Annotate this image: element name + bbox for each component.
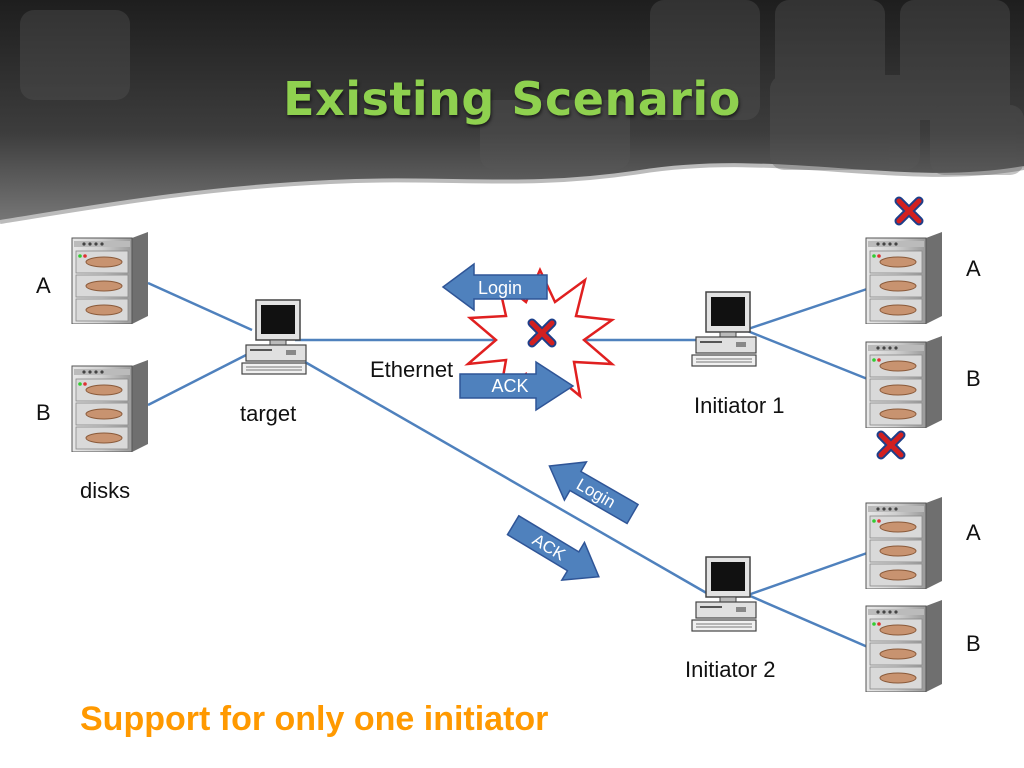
link-disk-a-target [147, 281, 253, 332]
link-init1-disk-b [744, 328, 871, 382]
init1-ack-arrow-label: ACK [491, 376, 528, 396]
link-disk-b-target [147, 350, 253, 407]
link-init1-disk-a [744, 286, 871, 332]
header-background [0, 0, 1024, 224]
initiator2-caption: Initiator 2 [685, 657, 776, 682]
init1-disk-a-server-icon [865, 232, 943, 324]
init1-disk-b-label: B [966, 366, 981, 391]
init2-disk-b-label: B [966, 631, 981, 656]
initiator2-computer-icon [691, 556, 757, 632]
target-disk-a-label: A [36, 273, 51, 298]
init2-login-arrow: Login [548, 461, 640, 525]
initiator1-computer-icon [691, 291, 757, 367]
target-disk-b-label: B [36, 400, 51, 425]
init1-disk-a-label: A [966, 256, 981, 281]
init1-login-arrow-label: Login [478, 278, 522, 298]
target-disk-a-server-icon [71, 232, 149, 324]
target-computer-icon [241, 299, 307, 375]
ethernet-label: Ethernet [370, 357, 454, 382]
init1-disk-b-error-icon [881, 435, 901, 455]
init2-disk-a-label: A [966, 520, 981, 545]
target-disk-b-server-icon [71, 360, 149, 452]
slide-title: Existing Scenario [283, 72, 741, 126]
target-caption: target [240, 401, 297, 426]
init1-disk-a-error-icon [899, 201, 919, 221]
init2-disk-b-server-icon [865, 600, 943, 692]
init1-disk-b-server-icon [865, 336, 943, 428]
disks-caption: disks [80, 478, 131, 503]
link-init2-disk-a [747, 550, 871, 597]
footer-statement: Support for only one initiator [80, 700, 549, 738]
init1-ack-arrow: ACK [459, 360, 575, 412]
link-init2-disk-b [747, 593, 871, 650]
link-target-initiator2 [304, 360, 711, 597]
init2-disk-a-server-icon [865, 497, 943, 589]
initiator1-caption: Initiator 1 [694, 393, 785, 418]
init1-login-arrow: Login [441, 262, 548, 312]
init2-ack-arrow: ACK [506, 514, 600, 582]
